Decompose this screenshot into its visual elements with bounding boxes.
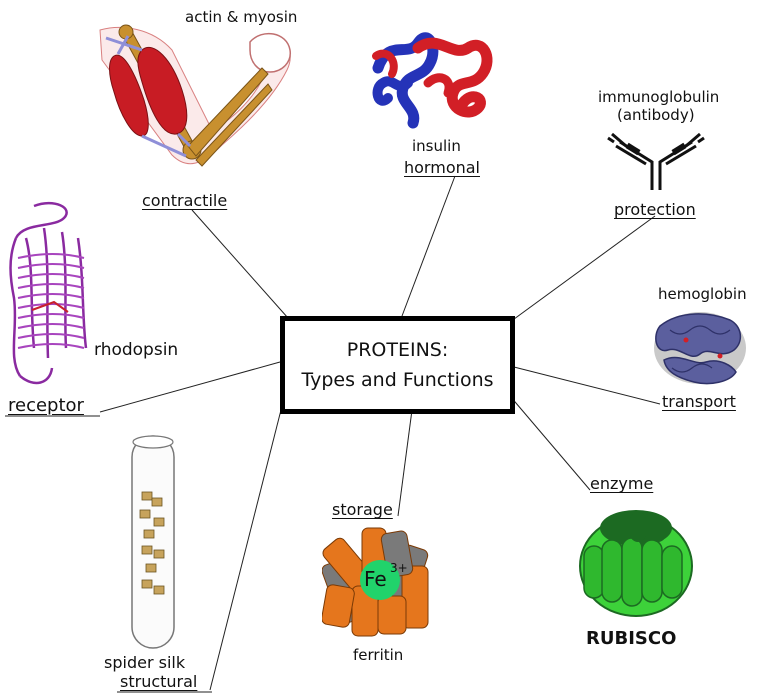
connector-contractile [191, 209, 289, 319]
connector-receptor [99, 361, 281, 413]
example-actin-myosin: actin & myosin [185, 8, 298, 26]
hemoglobin-icon [654, 312, 746, 385]
insulin-ribbon-icon [372, 32, 493, 129]
category-protection: protection [614, 200, 696, 219]
example-rhodopsin: rhodopsin [94, 340, 179, 360]
connector-protection [509, 215, 656, 323]
connector-structural [209, 405, 283, 691]
example-ferritin: ferritin [353, 646, 404, 664]
connector-transport [509, 365, 661, 405]
example-antibody: (antibody) [617, 106, 695, 124]
category-structural: structural [120, 672, 198, 691]
connector-storage [397, 409, 413, 517]
center-title-line2: Types and Functions [301, 369, 494, 391]
connector-hormonal [401, 175, 456, 317]
ferritin-icon [322, 527, 429, 637]
center-title-line1: PROTEINS: [346, 338, 449, 361]
ferritin-ion-charge: 3+ [390, 561, 408, 575]
category-hormonal: hormonal [404, 158, 480, 177]
rubisco-icon [579, 510, 693, 617]
example-insulin: insulin [412, 137, 461, 155]
category-contractile: contractile [142, 191, 228, 210]
rhodopsin-helix-icon [9, 201, 88, 385]
connector-enzyme [509, 395, 591, 491]
example-immunoglobulin: immunoglobulin [598, 88, 720, 106]
antibody-icon [607, 132, 705, 190]
example-rubisco: RUBISCO [586, 628, 677, 649]
arm-muscle-icon [99, 24, 291, 167]
category-receptor: receptor [8, 395, 84, 416]
category-transport: transport [662, 392, 736, 411]
ferritin-ion-symbol: Fe [364, 567, 387, 591]
example-spider-silk: spider silk [104, 653, 186, 672]
example-hemoglobin: hemoglobin [658, 285, 747, 303]
center-title-box: PROTEINS: Types and Functions [280, 316, 515, 414]
silk-fiber-icon [131, 435, 175, 649]
category-enzyme: enzyme [590, 474, 654, 493]
category-storage: storage [332, 500, 393, 519]
